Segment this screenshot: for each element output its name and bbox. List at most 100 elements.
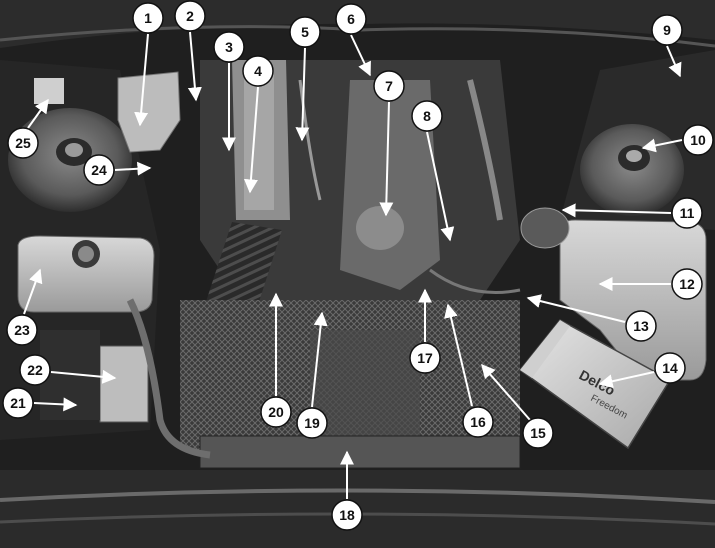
callout-circle [331, 499, 363, 531]
callout-25: 25 [7, 127, 39, 159]
callout-circle [289, 16, 321, 48]
callout-label: 7 [385, 78, 393, 94]
callout-7: 7 [373, 70, 405, 102]
callout-label: 9 [663, 22, 671, 38]
callout-circle [335, 3, 367, 35]
leader-arrow-9 [666, 45, 682, 78]
callout-circle [682, 124, 714, 156]
callout-24: 24 [83, 154, 115, 186]
callout-label: 5 [301, 24, 309, 40]
callout-label: 18 [339, 507, 355, 523]
callout-circle [671, 268, 703, 300]
leader-arrow-8 [426, 131, 455, 242]
callout-18: 18 [331, 499, 363, 531]
callout-circle [296, 407, 328, 439]
radiator-lower-tank [199, 435, 521, 469]
leader-arrow-11 [561, 203, 672, 218]
leader-arrow-1 [134, 33, 149, 127]
leader-arrow-19 [311, 311, 328, 408]
callout-circle [651, 14, 683, 46]
callout-label: 3 [225, 39, 233, 55]
leader-arrow-16 [444, 303, 473, 407]
leader-arrow-24 [114, 161, 152, 176]
callout-label: 1 [144, 10, 152, 26]
callout-4: 4 [242, 55, 274, 87]
leader-arrows [23, 31, 683, 499]
callout-label: 24 [91, 162, 107, 178]
callout-circle [7, 127, 39, 159]
callout-label: 8 [423, 108, 431, 124]
callout-label: 6 [347, 11, 355, 27]
callout-circle [83, 154, 115, 186]
leader-arrow-22 [50, 369, 117, 384]
callout-circle [462, 406, 494, 438]
callout-12: 12 [671, 268, 703, 300]
callout-circle [625, 310, 657, 342]
control-module [99, 345, 149, 423]
callout-label: 10 [690, 132, 706, 148]
callout-label: 20 [268, 404, 284, 420]
callout-circle [522, 417, 554, 449]
leader-arrow-4 [243, 86, 259, 194]
leader-arrow-21 [33, 397, 78, 412]
callout-label: 17 [417, 350, 433, 366]
callout-label: 12 [679, 276, 695, 292]
callout-16: 16 [462, 406, 494, 438]
leader-arrow-7 [379, 101, 394, 217]
brake-booster-component [520, 207, 570, 249]
bracket [34, 78, 64, 104]
callout-13: 13 [625, 310, 657, 342]
leader-arrow-5 [295, 47, 310, 142]
leader-arrow-6 [350, 34, 371, 77]
callout-1: 1 [132, 2, 164, 34]
leader-arrow-25 [27, 98, 49, 129]
callout-circle [671, 197, 703, 229]
callout-5: 5 [289, 16, 321, 48]
callout-circle [260, 396, 292, 428]
callout-19: 19 [296, 407, 328, 439]
leader-arrow-10 [641, 138, 683, 153]
callout-circle [409, 342, 441, 374]
callout-label: 13 [633, 318, 649, 334]
callout-11: 11 [671, 197, 703, 229]
callout-label: 2 [186, 8, 194, 24]
callout-label: 16 [470, 414, 486, 430]
callout-circle [411, 100, 443, 132]
callout-circle [174, 0, 206, 32]
callout-15: 15 [522, 417, 554, 449]
callout-circle [2, 387, 34, 419]
leader-arrow-15 [481, 363, 531, 421]
callout-label: 15 [530, 425, 546, 441]
callout-circle [654, 352, 686, 384]
callout-10: 10 [682, 124, 714, 156]
reservoir [117, 71, 181, 153]
leader-arrow-13 [526, 294, 626, 323]
leader-arrow-2 [187, 31, 202, 102]
callout-label: 22 [27, 362, 43, 378]
callout-6: 6 [335, 3, 367, 35]
callout-22: 22 [19, 354, 51, 386]
callout-circle [132, 2, 164, 34]
callout-label: 14 [662, 360, 678, 376]
coolant-hose [126, 298, 211, 459]
leader-arrow-14 [598, 371, 655, 389]
callout-20: 20 [260, 396, 292, 428]
callout-label: 4 [254, 63, 262, 79]
callout-circle [19, 354, 51, 386]
callout-label: 19 [304, 415, 320, 431]
callout-3: 3 [213, 31, 245, 63]
callout-circle [213, 31, 245, 63]
leader-arrow-23 [23, 268, 43, 315]
callout-label: 11 [680, 205, 695, 221]
callout-8: 8 [411, 100, 443, 132]
callout-circle [242, 55, 274, 87]
callout-label: 21 [10, 395, 26, 411]
callout-23: 23 [6, 314, 38, 346]
callout-2: 2 [174, 0, 206, 32]
callout-17: 17 [409, 342, 441, 374]
callout-circle [373, 70, 405, 102]
callout-9: 9 [651, 14, 683, 46]
